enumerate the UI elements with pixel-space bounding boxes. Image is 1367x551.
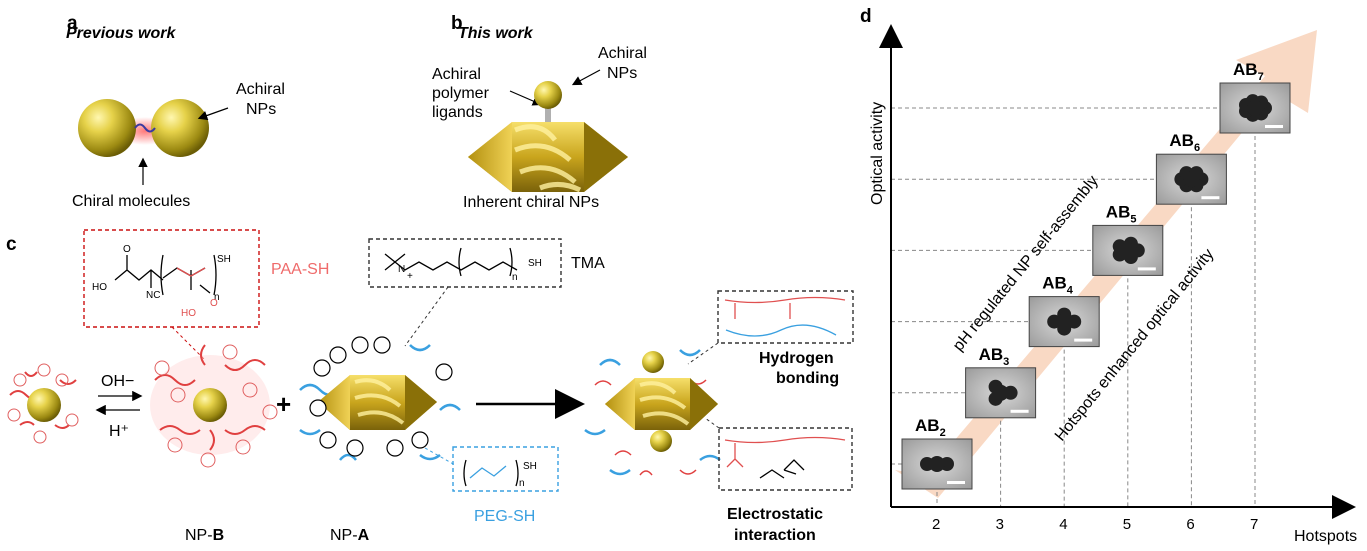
- inherent-label: Inherent chiral NPs: [463, 194, 599, 211]
- electrostatic-label-1: Electrostatic: [727, 506, 823, 523]
- achiral-arrow: [197, 107, 229, 121]
- scale-bar: [947, 481, 965, 484]
- x-tick-label: 4: [1059, 516, 1067, 533]
- achiral-nps-label-2: NPs: [607, 65, 637, 82]
- ligand-label-1: Achiral: [432, 66, 481, 83]
- panel-a-letter: a: [67, 13, 78, 34]
- ligand-label-3: ligands: [432, 104, 483, 121]
- small-gold-np: [534, 81, 562, 109]
- np-b-label: NP-B: [185, 527, 224, 544]
- point-label: AB6: [1169, 131, 1200, 154]
- plus-sign: +: [276, 389, 291, 419]
- panel-b-title: This work: [458, 25, 534, 42]
- panel-d-letter: d: [860, 6, 872, 27]
- hydrogen-bonding-label-2: bonding: [776, 370, 839, 387]
- paa-sh-label: PAA-SH: [271, 261, 329, 278]
- achiral-label-1: Achiral: [236, 81, 285, 98]
- achiral-label-2: NPs: [246, 101, 276, 118]
- chem-sh-1: SH: [217, 254, 231, 265]
- micrograph-image: [1219, 82, 1291, 134]
- achiral-nps-arrow: [571, 69, 601, 86]
- panel-b-letter: b: [451, 13, 463, 34]
- panel-a-title: Previous work: [66, 25, 176, 42]
- panel-c-letter: c: [6, 234, 17, 255]
- chem-sh-2: SH: [528, 258, 542, 269]
- chem-sh-3: SH: [523, 461, 537, 472]
- chem-o-2: O: [210, 298, 218, 309]
- np-b-small: [7, 363, 79, 444]
- chem-ho-1: HO: [92, 282, 107, 293]
- x-axis-label: Hotspots: [1294, 528, 1357, 545]
- chem-n-1: n: [214, 292, 220, 303]
- tma-structure-box: [368, 238, 562, 288]
- ligand-label-2: polymer: [432, 85, 490, 102]
- point-label: AB2: [915, 416, 946, 439]
- nanoparticle-cluster-icon: [1238, 94, 1272, 122]
- np-a: [299, 336, 461, 461]
- scale-bar: [1137, 267, 1156, 271]
- x-tick-labels: 2 3 4 5 6 7: [932, 516, 1258, 533]
- nanoparticle-cluster-icon: [1112, 236, 1145, 265]
- tma-label: TMA: [571, 255, 605, 272]
- panel-c: c HO O NC n SH HO O PAA-SH N + n SH TMA: [6, 229, 854, 544]
- gold-nanoparticle-left: [78, 99, 136, 157]
- chiral-molecule-icon: [134, 123, 156, 133]
- oh-label: OH−: [101, 373, 134, 390]
- product-assembly: [584, 349, 721, 476]
- achiral-nps-label-1: Achiral: [598, 45, 647, 62]
- scale-bar: [1265, 125, 1283, 128]
- peg-sh-label: PEG-SH: [474, 508, 535, 525]
- y-axis-label: Optical activity: [869, 102, 886, 205]
- chem-nc: NC: [146, 290, 160, 301]
- scale-bar: [1201, 196, 1220, 200]
- np-b-expanded: [150, 344, 278, 468]
- polymer-ligand: [545, 104, 551, 126]
- electrostatic-box: [718, 427, 853, 491]
- ligand-arrow: [509, 90, 543, 106]
- x-tick-label: 6: [1186, 516, 1194, 533]
- nanoparticle-cluster-icon: [988, 379, 1018, 406]
- x-tick-label: 7: [1250, 516, 1258, 533]
- panel-b: b This work Achiral NPs Achiral polymer …: [432, 13, 647, 211]
- point-label: AB3: [979, 345, 1010, 368]
- point-label: AB7: [1233, 60, 1264, 83]
- scale-bar: [1010, 409, 1029, 413]
- gold-nanoparticle-right: [151, 99, 209, 157]
- hydrogen-bond-box: [717, 290, 854, 344]
- np-a-label: NP-A: [330, 527, 370, 544]
- chem-o-1: O: [123, 244, 131, 255]
- paa-sh-structure-box: [83, 229, 260, 328]
- scale-bar: [1074, 338, 1093, 342]
- point-label: AB5: [1106, 202, 1137, 225]
- chem-star: +: [407, 271, 413, 282]
- nanoparticle-cluster-icon: [920, 456, 954, 472]
- chiral-molecules-label: Chiral molecules: [72, 193, 190, 210]
- hydrogen-bonding-label-1: Hydrogen: [759, 350, 834, 367]
- nanoparticle-cluster-icon: [1174, 166, 1209, 193]
- chem-n-3: n: [519, 478, 525, 489]
- chem-n-plus: N: [398, 264, 405, 275]
- x-tick-label: 2: [932, 516, 940, 533]
- chart-points: AB2 AB3 AB4 AB5 AB6 AB7: [901, 60, 1291, 490]
- x-tick-label: 5: [1123, 516, 1131, 533]
- x-tick-label: 3: [996, 516, 1004, 533]
- electrostatic-label-2: interaction: [734, 527, 816, 544]
- panel-a: a Previous work Achiral NPs Chiral molec…: [66, 13, 285, 210]
- chem-ho-2: HO: [181, 308, 196, 319]
- peg-sh-structure-box: [452, 446, 559, 492]
- chem-n-2: n: [512, 272, 518, 283]
- h-plus-label: H⁺: [109, 423, 129, 440]
- point-label: AB4: [1042, 274, 1074, 297]
- nanoparticle-cluster-icon: [1047, 307, 1082, 336]
